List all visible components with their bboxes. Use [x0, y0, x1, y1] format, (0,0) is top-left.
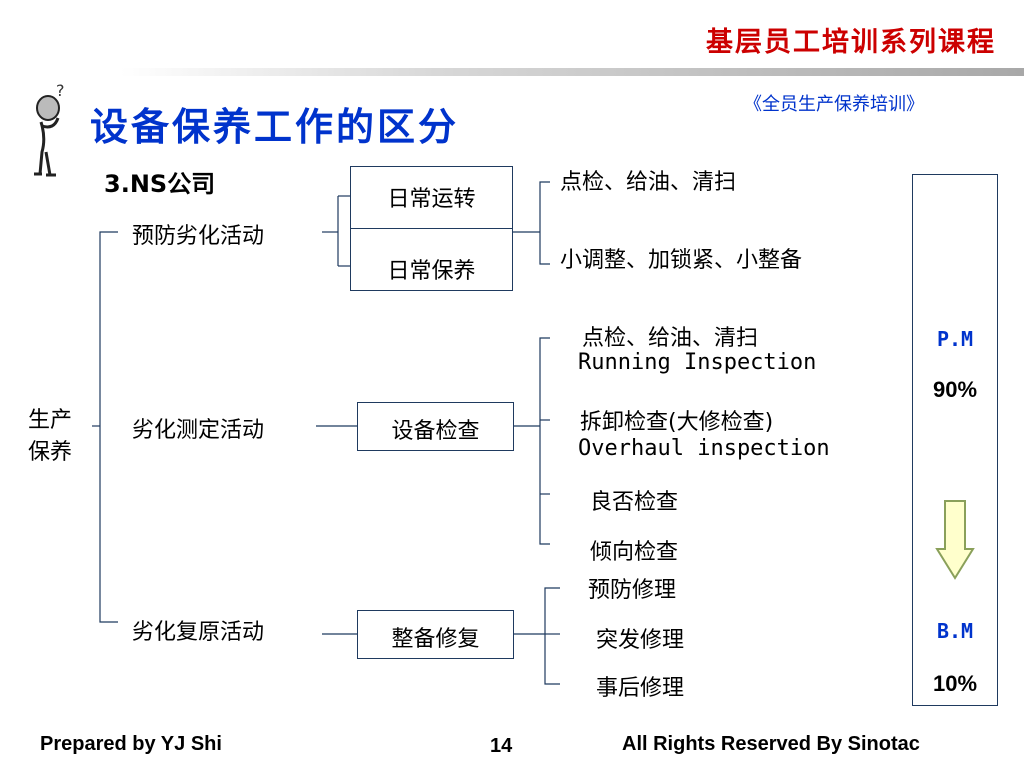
leaf-repair-3: 事后修理 — [596, 676, 685, 701]
root-node: 生产 保养 — [28, 402, 72, 466]
leaf-repair-2: 突发修理 — [596, 628, 685, 653]
bm-label: B.M — [936, 619, 974, 643]
footer-page-number: 14 — [490, 735, 513, 757]
footer-prepared-by: Prepared by YJ Shi — [40, 733, 222, 755]
box-inspect-label: 设备检查 — [391, 419, 480, 444]
svg-text:?: ? — [56, 82, 65, 100]
header-divider — [120, 68, 1024, 76]
activity-prevent: 预防劣化活动 — [132, 224, 265, 249]
box-daily-group: 日常运转 日常保养 — [350, 166, 513, 291]
leaf-repair-1: 预防修理 — [588, 578, 677, 603]
root-line-2: 保养 — [28, 440, 73, 465]
box-daily-maint: 日常保养 — [387, 259, 476, 284]
footer-copyright: All Rights Reserved By Sinotac — [622, 733, 920, 755]
pm-label: P.M — [936, 327, 974, 351]
box-daily-run: 日常运转 — [387, 187, 476, 212]
leaf-inspect-1: 点检、给油、清扫 — [582, 326, 759, 351]
box-repair: 整备修复 — [357, 610, 514, 659]
root-line-1: 生产 — [28, 408, 73, 433]
box-divider — [351, 228, 512, 229]
course-subtitle: 《全员生产保养培训》 — [744, 94, 924, 115]
leaf-inspect-4: 倾向检查 — [590, 540, 679, 565]
box-repair-label: 整备修复 — [391, 627, 480, 652]
down-arrow-icon — [935, 500, 975, 580]
page-title: 设备保养工作的区分 — [90, 104, 460, 149]
activity-measure: 劣化测定活动 — [132, 418, 265, 443]
leaf-inspect-2-en: Overhaul inspection — [578, 436, 830, 461]
leaf-inspect-1-en: Running Inspection — [578, 350, 817, 375]
activity-restore: 劣化复原活动 — [132, 620, 265, 645]
thinking-person-icon: ? — [34, 82, 65, 177]
leaf-daily-maint-1: 小调整、加锁紧、小整备 — [560, 248, 803, 273]
box-inspect: 设备检查 — [357, 402, 514, 451]
ratio-panel: P.M 90% B.M 10% — [912, 174, 998, 706]
section-label: 3.NS公司 — [104, 170, 216, 198]
leaf-inspect-3: 良否检查 — [590, 490, 679, 515]
series-title: 基层员工培训系列课程 — [706, 27, 996, 58]
bm-percent: 10% — [932, 671, 978, 696]
pm-percent: 90% — [932, 377, 978, 402]
leaf-daily-run-1: 点检、给油、清扫 — [560, 170, 737, 195]
leaf-inspect-2: 拆卸检查(大修检查) — [580, 410, 774, 435]
